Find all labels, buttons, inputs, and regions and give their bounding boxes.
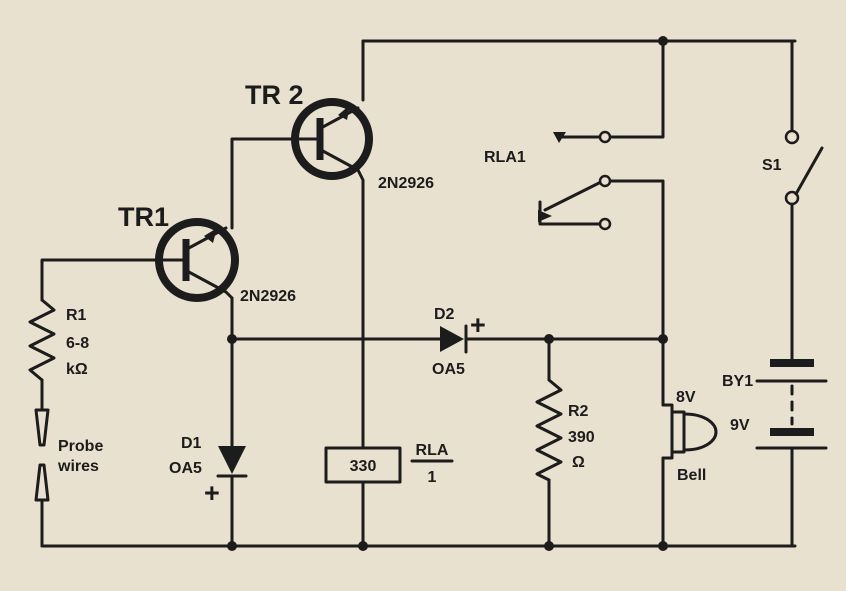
resistor-r1 — [28, 298, 56, 382]
relay-contact-ref-label: RLA1 — [484, 149, 526, 166]
resistor-r2 — [535, 378, 563, 482]
diode-d2 — [440, 324, 468, 354]
relay-coil-value-label: 330 — [350, 458, 377, 475]
r2-unit-label: Ω — [572, 454, 585, 471]
battery-voltage-label: 9V — [730, 417, 750, 434]
d2-ref-label: D2 — [434, 306, 455, 323]
tr1-ref-label: TR1 — [118, 202, 169, 232]
d2-part-label: OA5 — [432, 361, 465, 378]
battery-by1 — [755, 359, 828, 450]
probe-label-line2: wires — [57, 458, 99, 475]
r2-value-label: 390 — [568, 429, 595, 446]
tr2-ref-label: TR 2 — [245, 80, 304, 110]
bell-label: Bell — [677, 467, 706, 484]
probe-label-line1: Probe — [58, 438, 103, 455]
r1-value-label: 6-8 — [66, 335, 89, 352]
diode-d1 — [216, 446, 248, 478]
bell — [661, 403, 718, 460]
junction-dots — [227, 36, 668, 551]
relay-coil-ref-top-label: RLA — [416, 442, 449, 459]
bell-voltage-label: 8V — [676, 389, 696, 406]
r1-ref-label: R1 — [66, 307, 87, 324]
tr1-part-label: 2N2926 — [240, 288, 296, 305]
relay-contacts-rla1 — [538, 130, 612, 231]
d1-part-label: OA5 — [169, 460, 202, 477]
transistor-tr2 — [291, 98, 373, 180]
probe-wires — [34, 408, 50, 502]
r2-ref-label: R2 — [568, 403, 589, 420]
wires — [40, 39, 797, 548]
tr2-part-label: 2N2926 — [378, 175, 434, 192]
r1-unit-label: kΩ — [66, 361, 88, 378]
battery-ref-label: BY1 — [722, 373, 753, 390]
s1-ref-label: S1 — [762, 157, 782, 174]
d1-polarity-label: + — [204, 478, 220, 508]
switch-s1 — [784, 129, 824, 206]
transistor-tr1 — [153, 218, 239, 302]
d2-polarity-label: + — [470, 310, 486, 340]
relay-coil — [324, 446, 402, 484]
relay-coil-ref-bottom-label: 1 — [428, 469, 437, 486]
d1-ref-label: D1 — [181, 435, 202, 452]
